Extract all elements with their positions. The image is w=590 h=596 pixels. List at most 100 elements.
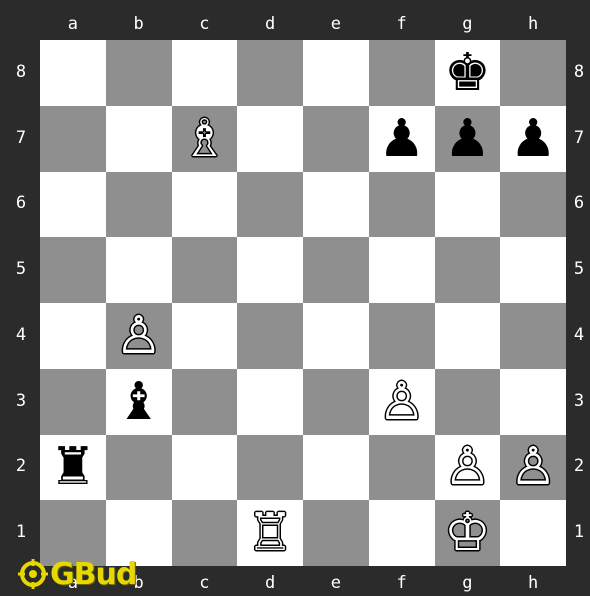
square-e4[interactable] [303, 303, 369, 369]
square-d4[interactable] [237, 303, 303, 369]
square-a2[interactable]: ♜ [40, 435, 106, 501]
square-g1[interactable]: ♔ [435, 500, 501, 566]
square-d2[interactable] [237, 435, 303, 501]
rank-label-5-left: 5 [6, 259, 36, 279]
square-d6[interactable] [237, 172, 303, 238]
square-c5[interactable] [172, 237, 238, 303]
square-b2[interactable] [106, 435, 172, 501]
square-h8[interactable] [500, 40, 566, 106]
square-f8[interactable] [369, 40, 435, 106]
square-h5[interactable] [500, 237, 566, 303]
file-label-h-bottom: h [500, 573, 566, 593]
file-label-g-bottom: g [435, 573, 501, 593]
square-g3[interactable] [435, 369, 501, 435]
file-label-c-top: c [172, 14, 238, 34]
square-b8[interactable] [106, 40, 172, 106]
square-b7[interactable] [106, 106, 172, 172]
square-a3[interactable] [40, 369, 106, 435]
square-g2[interactable]: ♙ [435, 435, 501, 501]
rank-label-7-right: 7 [564, 128, 590, 148]
rank-label-1-left: 1 [6, 522, 36, 542]
square-c3[interactable] [172, 369, 238, 435]
square-h1[interactable] [500, 500, 566, 566]
crosshair-target-icon [18, 559, 48, 589]
white-king-g1[interactable]: ♔ [444, 507, 491, 559]
rank-label-7-left: 7 [6, 128, 36, 148]
square-h2[interactable]: ♙ [500, 435, 566, 501]
square-f2[interactable] [369, 435, 435, 501]
square-a6[interactable] [40, 172, 106, 238]
square-a7[interactable] [40, 106, 106, 172]
logo-text: GBud [50, 557, 136, 592]
square-d5[interactable] [237, 237, 303, 303]
rank-label-8-right: 8 [564, 62, 590, 82]
black-rook-a2[interactable]: ♜ [50, 441, 97, 493]
square-g6[interactable] [435, 172, 501, 238]
white-rook-d1[interactable]: ♖ [247, 507, 294, 559]
black-pawn-h7[interactable]: ♟ [510, 113, 557, 165]
rank-label-5-right: 5 [564, 259, 590, 279]
square-e5[interactable] [303, 237, 369, 303]
square-f3[interactable]: ♙ [369, 369, 435, 435]
file-label-g-top: g [435, 14, 501, 34]
file-label-d-top: d [237, 14, 303, 34]
square-e3[interactable] [303, 369, 369, 435]
square-b4[interactable]: ♙ [106, 303, 172, 369]
rank-label-4-right: 4 [564, 325, 590, 345]
rank-label-1-right: 1 [564, 522, 590, 542]
white-bishop-c7[interactable]: ♗ [181, 113, 228, 165]
square-g4[interactable] [435, 303, 501, 369]
square-b5[interactable] [106, 237, 172, 303]
file-label-c-bottom: c [172, 573, 238, 593]
square-a8[interactable] [40, 40, 106, 106]
square-g8[interactable]: ♚ [435, 40, 501, 106]
square-e2[interactable] [303, 435, 369, 501]
file-label-e-bottom: e [303, 573, 369, 593]
black-bishop-b3[interactable]: ♝ [115, 376, 162, 428]
square-d3[interactable] [237, 369, 303, 435]
square-e7[interactable] [303, 106, 369, 172]
square-f4[interactable] [369, 303, 435, 369]
square-f6[interactable] [369, 172, 435, 238]
file-label-h-top: h [500, 14, 566, 34]
square-g5[interactable] [435, 237, 501, 303]
file-label-e-top: e [303, 14, 369, 34]
square-h4[interactable] [500, 303, 566, 369]
rank-label-6-right: 6 [564, 193, 590, 213]
square-d7[interactable] [237, 106, 303, 172]
white-pawn-g2[interactable]: ♙ [444, 441, 491, 493]
square-e8[interactable] [303, 40, 369, 106]
black-king-g8[interactable]: ♚ [444, 47, 491, 99]
square-a4[interactable] [40, 303, 106, 369]
square-h7[interactable]: ♟ [500, 106, 566, 172]
square-c7[interactable]: ♗ [172, 106, 238, 172]
rank-label-3-left: 3 [6, 391, 36, 411]
black-pawn-f7[interactable]: ♟ [378, 113, 425, 165]
square-h6[interactable] [500, 172, 566, 238]
square-c8[interactable] [172, 40, 238, 106]
square-e6[interactable] [303, 172, 369, 238]
square-f1[interactable] [369, 500, 435, 566]
square-c6[interactable] [172, 172, 238, 238]
square-h3[interactable] [500, 369, 566, 435]
square-b3[interactable]: ♝ [106, 369, 172, 435]
rank-label-3-right: 3 [564, 391, 590, 411]
white-pawn-h2[interactable]: ♙ [510, 441, 557, 493]
square-b6[interactable] [106, 172, 172, 238]
square-g7[interactable]: ♟ [435, 106, 501, 172]
square-f7[interactable]: ♟ [369, 106, 435, 172]
square-f5[interactable] [369, 237, 435, 303]
rank-label-4-left: 4 [6, 325, 36, 345]
square-a5[interactable] [40, 237, 106, 303]
square-c2[interactable] [172, 435, 238, 501]
square-c4[interactable] [172, 303, 238, 369]
square-e1[interactable] [303, 500, 369, 566]
white-pawn-f3[interactable]: ♙ [378, 376, 425, 428]
chess-board[interactable]: ♚ ♗ ♟ ♟ ♟ ♙ ♝ ♙ ♜ ♙ ♙ ♖ ♔ [40, 40, 566, 566]
black-pawn-g7[interactable]: ♟ [444, 113, 491, 165]
white-pawn-b4[interactable]: ♙ [115, 310, 162, 362]
square-d1[interactable]: ♖ [237, 500, 303, 566]
square-c1[interactable] [172, 500, 238, 566]
square-d8[interactable] [237, 40, 303, 106]
rank-label-6-left: 6 [6, 193, 36, 213]
